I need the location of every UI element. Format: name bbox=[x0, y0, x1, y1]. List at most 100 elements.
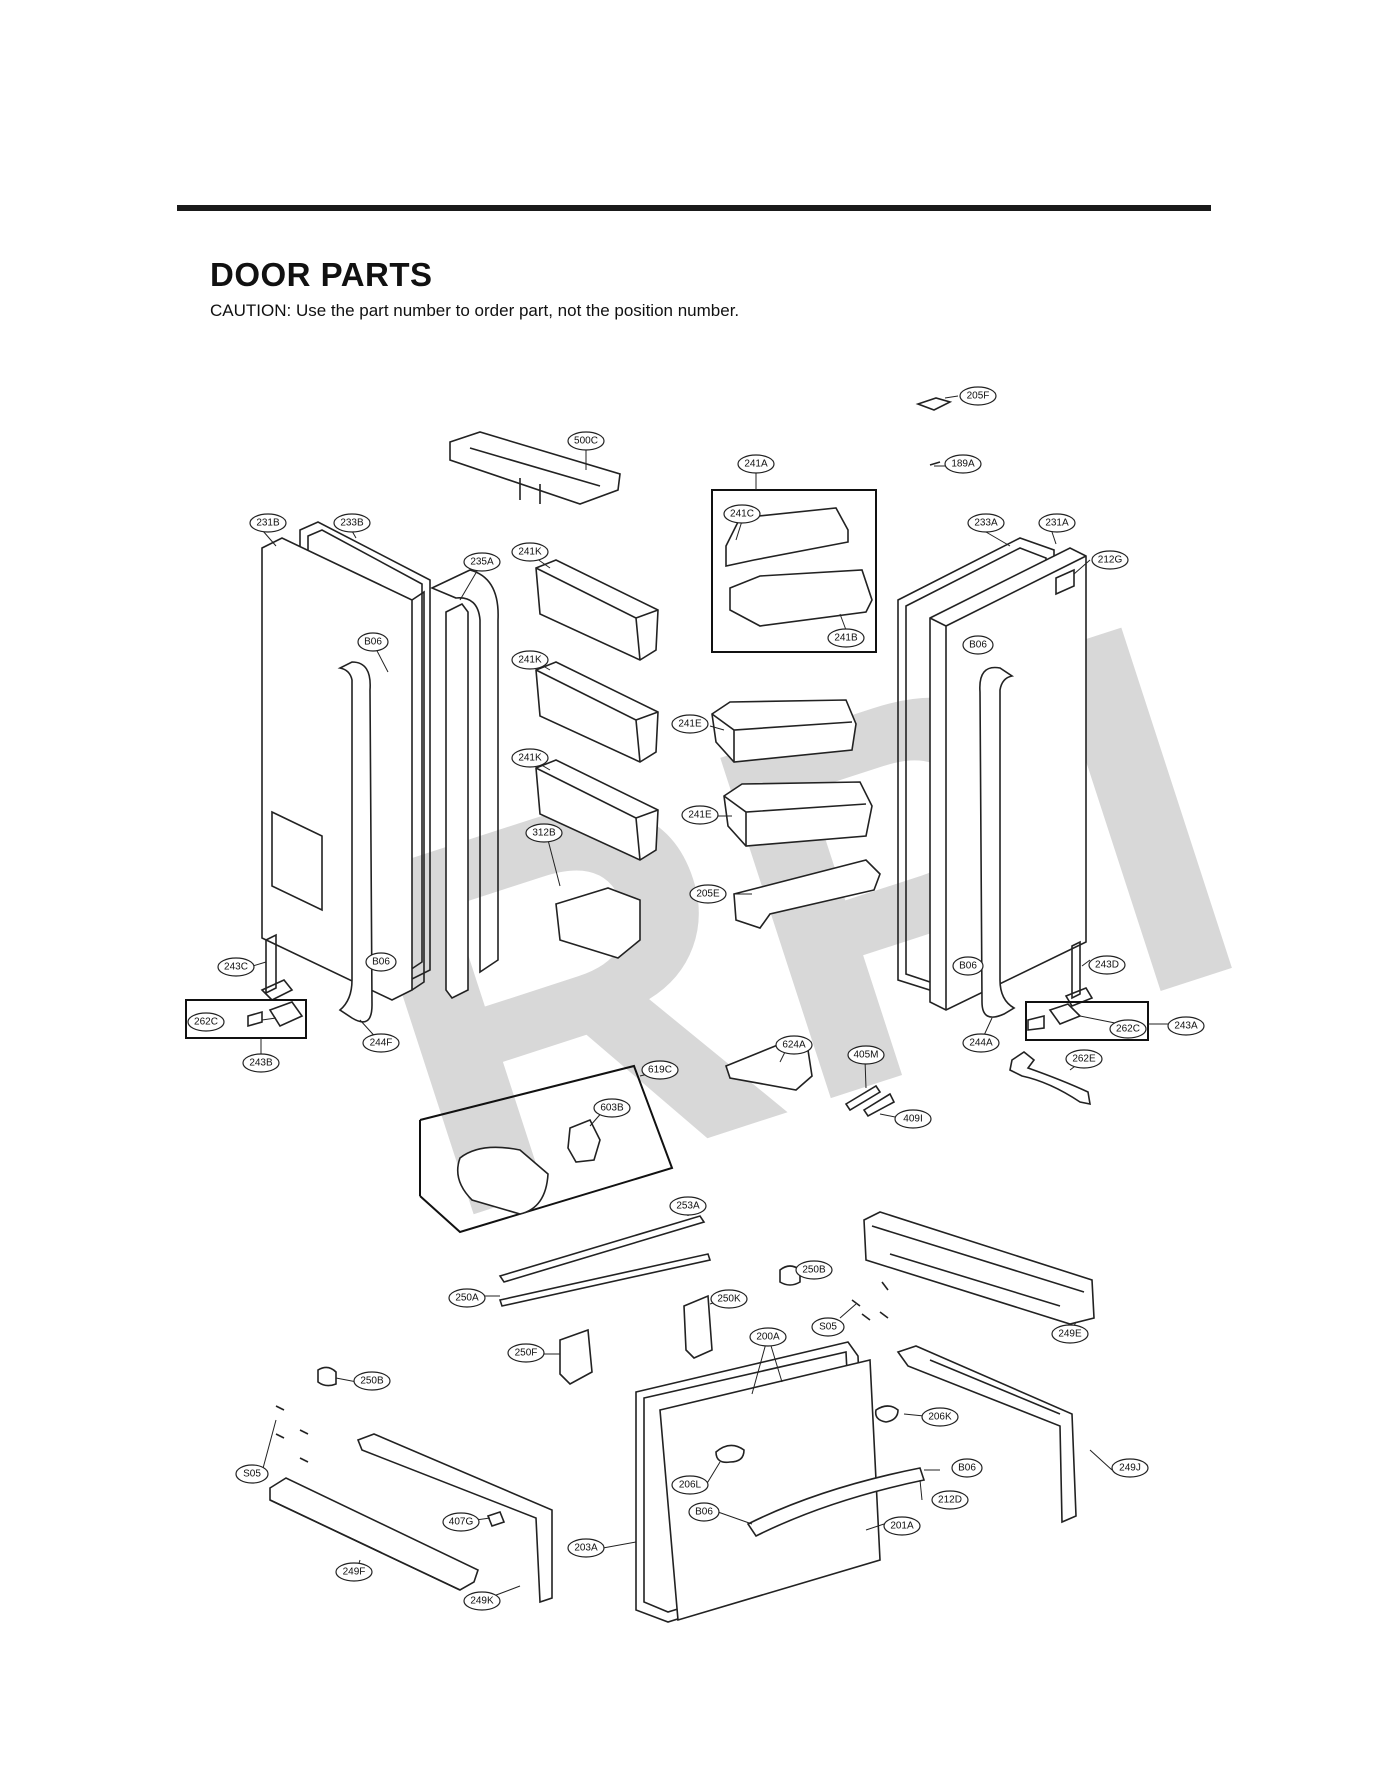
callout-241E-1: 241E bbox=[671, 714, 709, 734]
svg-text:312B: 312B bbox=[532, 828, 556, 839]
callout-250B-2: 250B bbox=[353, 1371, 391, 1391]
svg-text:189A: 189A bbox=[951, 459, 975, 470]
callout-233A: 233A bbox=[967, 513, 1005, 533]
svg-text:249E: 249E bbox=[1058, 1329, 1082, 1340]
callout-241A: 241A bbox=[737, 454, 775, 474]
svg-text:235A: 235A bbox=[470, 557, 494, 568]
callout-250B-1: 250B bbox=[795, 1260, 833, 1280]
callout-243B: 243B bbox=[242, 1053, 280, 1073]
group-box-243B bbox=[185, 999, 307, 1039]
svg-text:241C: 241C bbox=[730, 509, 754, 520]
svg-text:B06: B06 bbox=[969, 640, 987, 651]
svg-text:241E: 241E bbox=[678, 719, 702, 730]
callout-206L: 206L bbox=[671, 1475, 709, 1495]
svg-text:243B: 243B bbox=[249, 1058, 273, 1069]
door-bins-241K bbox=[535, 559, 659, 861]
callout-S05-2: S05 bbox=[235, 1464, 269, 1484]
svg-text:405M: 405M bbox=[853, 1050, 878, 1061]
callout-243A: 243A bbox=[1167, 1016, 1205, 1036]
lower-drawer-door bbox=[635, 1341, 926, 1623]
callout-231A: 231A bbox=[1038, 513, 1076, 533]
left-door-assembly bbox=[260, 521, 499, 1023]
callout-B06-3: B06 bbox=[365, 952, 397, 972]
callout-212G: 212G bbox=[1091, 550, 1129, 570]
svg-text:205F: 205F bbox=[967, 391, 990, 402]
svg-text:249K: 249K bbox=[470, 1596, 494, 1607]
callout-241K-3: 241K bbox=[511, 748, 549, 768]
callout-233B: 233B bbox=[333, 513, 371, 533]
callout-500C: 500C bbox=[567, 431, 605, 451]
svg-text:B06: B06 bbox=[959, 961, 977, 972]
svg-text:253A: 253A bbox=[676, 1201, 700, 1212]
callout-205E: 205E bbox=[689, 884, 727, 904]
svg-text:201A: 201A bbox=[890, 1521, 914, 1532]
group-box-241A bbox=[711, 489, 877, 653]
callout-312B: 312B bbox=[525, 823, 563, 843]
svg-text:250A: 250A bbox=[455, 1293, 479, 1304]
callout-244F: 244F bbox=[362, 1033, 400, 1053]
svg-text:241K: 241K bbox=[518, 753, 542, 764]
callout-B06-1: B06 bbox=[357, 632, 389, 652]
callout-249E: 249E bbox=[1051, 1324, 1089, 1344]
svg-text:B06: B06 bbox=[372, 957, 390, 968]
svg-text:619C: 619C bbox=[648, 1065, 672, 1076]
callout-203A: 203A bbox=[567, 1538, 605, 1558]
callout-B06-6: B06 bbox=[688, 1502, 720, 1522]
svg-text:500C: 500C bbox=[574, 436, 598, 447]
page-title: DOOR PARTS bbox=[210, 256, 433, 293]
part-500C-shape bbox=[449, 431, 621, 505]
group-box-243A bbox=[1025, 1001, 1149, 1041]
svg-text:244F: 244F bbox=[370, 1038, 393, 1049]
svg-text:262E: 262E bbox=[1072, 1054, 1096, 1065]
svg-text:B06: B06 bbox=[364, 637, 382, 648]
svg-text:262C: 262C bbox=[194, 1017, 218, 1028]
svg-text:603B: 603B bbox=[600, 1103, 624, 1114]
svg-text:206L: 206L bbox=[679, 1480, 702, 1491]
svg-text:243D: 243D bbox=[1095, 960, 1119, 971]
leader-lines bbox=[245, 395, 1172, 1601]
svg-text:250K: 250K bbox=[717, 1294, 741, 1305]
svg-text:S05: S05 bbox=[819, 1322, 837, 1333]
svg-text:241E: 241E bbox=[688, 810, 712, 821]
svg-text:231A: 231A bbox=[1045, 518, 1069, 529]
callout-619C: 619C bbox=[641, 1060, 679, 1080]
callout-409I: 409I bbox=[894, 1109, 932, 1129]
svg-text:409I: 409I bbox=[903, 1114, 922, 1125]
svg-text:241A: 241A bbox=[744, 459, 768, 470]
callout-244A: 244A bbox=[962, 1033, 1000, 1053]
callout-B06-5: B06 bbox=[951, 1458, 983, 1478]
svg-text:206K: 206K bbox=[928, 1412, 952, 1423]
callout-200A: 200A bbox=[749, 1327, 787, 1347]
callout-243C: 243C bbox=[217, 957, 255, 977]
callout-241K-2: 241K bbox=[511, 650, 549, 670]
caution-note: CAUTION: Use the part number to order pa… bbox=[210, 301, 740, 320]
svg-text:250B: 250B bbox=[360, 1376, 384, 1387]
callout-250F: 250F bbox=[507, 1343, 545, 1363]
right-door-assembly bbox=[897, 537, 1094, 1018]
svg-text:243C: 243C bbox=[224, 962, 248, 973]
callout-262C-1: 262C bbox=[187, 1012, 225, 1032]
group-box-619C bbox=[419, 1064, 674, 1234]
callout-250A: 250A bbox=[448, 1288, 486, 1308]
callout-253A: 253A bbox=[669, 1196, 707, 1216]
callout-407G: 407G bbox=[442, 1512, 480, 1532]
svg-text:243A: 243A bbox=[1174, 1021, 1198, 1032]
callout-B06-4: B06 bbox=[952, 956, 984, 976]
svg-text:203A: 203A bbox=[574, 1543, 598, 1554]
callout-S05-1: S05 bbox=[811, 1317, 845, 1337]
svg-text:241K: 241K bbox=[518, 547, 542, 558]
svg-text:200A: 200A bbox=[756, 1332, 780, 1343]
svg-text:262C: 262C bbox=[1116, 1024, 1140, 1035]
callout-231B: 231B bbox=[249, 513, 287, 533]
callout-262E: 262E bbox=[1065, 1049, 1103, 1069]
callout-205F: 205F bbox=[959, 386, 997, 406]
svg-text:250B: 250B bbox=[802, 1265, 826, 1276]
callout-603B: 603B bbox=[593, 1098, 631, 1118]
svg-text:S05: S05 bbox=[243, 1469, 261, 1480]
svg-text:244A: 244A bbox=[969, 1038, 993, 1049]
callout-250K: 250K bbox=[710, 1289, 748, 1309]
callout-206K: 206K bbox=[921, 1407, 959, 1427]
svg-text:233A: 233A bbox=[974, 518, 998, 529]
svg-text:205E: 205E bbox=[696, 889, 720, 900]
